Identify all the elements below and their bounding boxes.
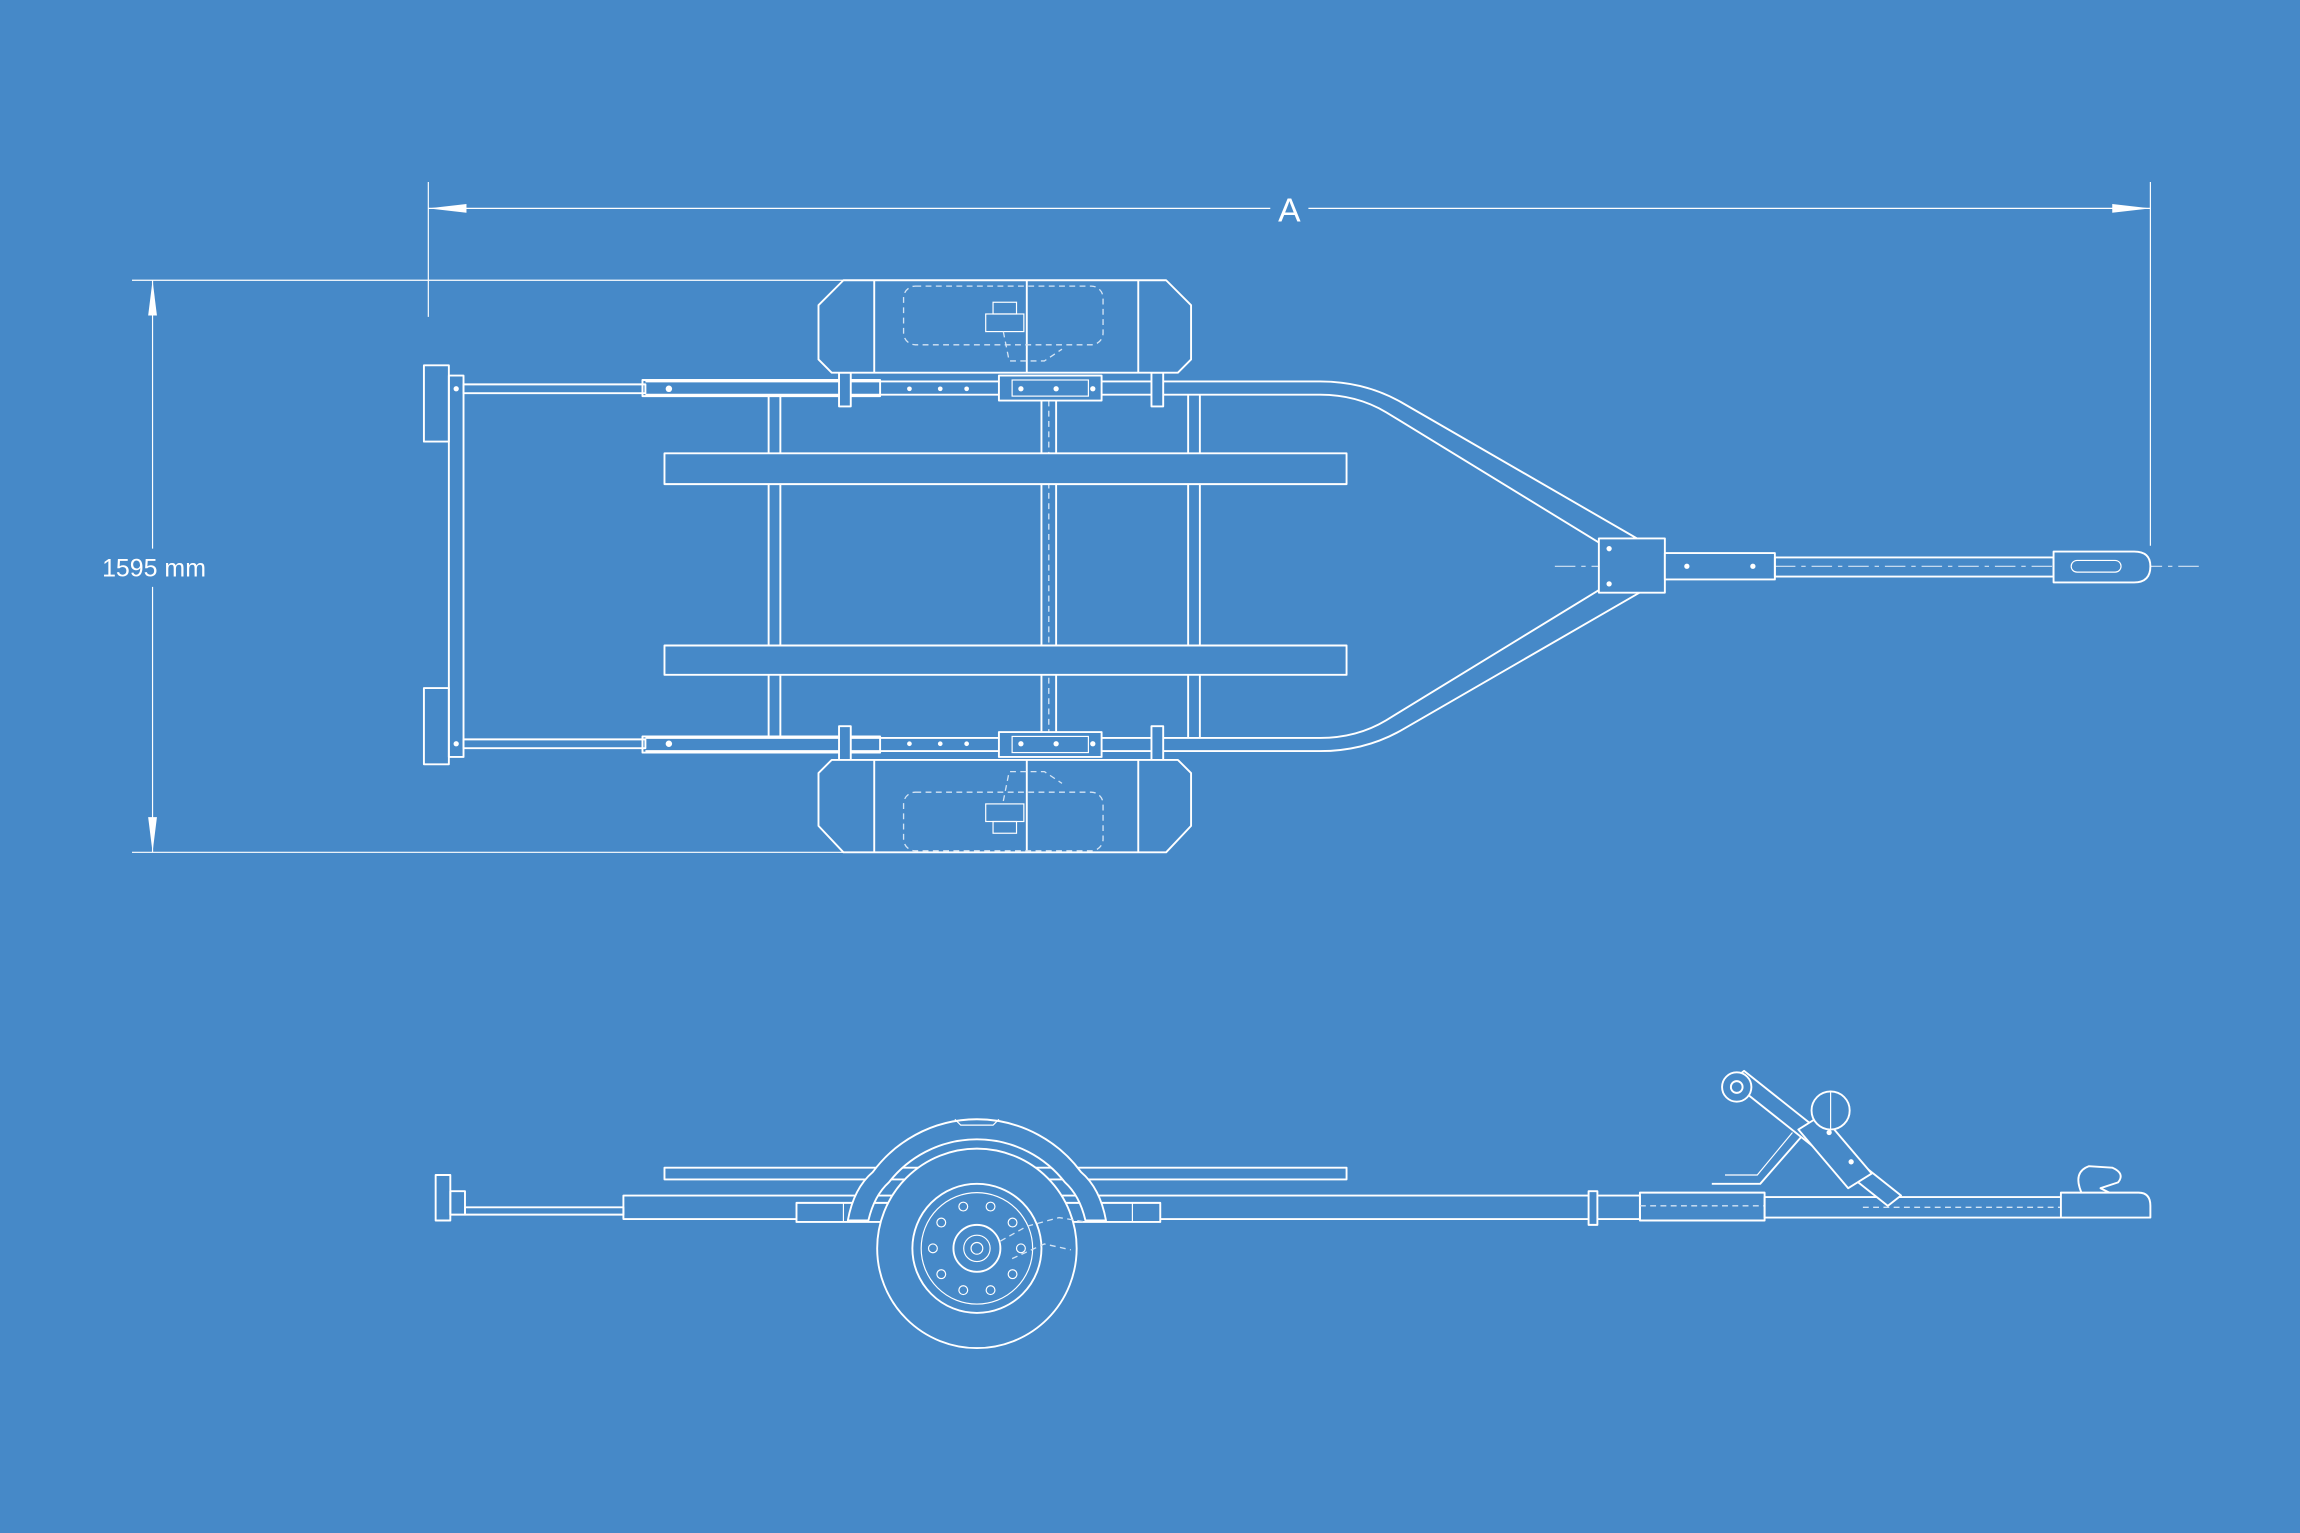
hub-inner: [963, 1234, 991, 1263]
rear-light-right: [422, 687, 450, 766]
dimension-width: 1595 mm: [102, 279, 898, 853]
axle-clamp-bottom-inner: [1011, 735, 1089, 754]
wheel-bolts: [927, 1201, 1026, 1296]
winch-post-strut-inner: [1725, 1132, 1793, 1176]
dimension-width-arrow-bottom: [148, 817, 157, 853]
winch-roller-center: [1729, 1080, 1744, 1094]
fender-bracket: [1150, 725, 1165, 761]
winch-post-strut: [1711, 1136, 1802, 1185]
rear-light-bar: [447, 374, 465, 758]
fender-bottom-outline: [817, 758, 1193, 854]
clamp-bolts: [1018, 386, 1096, 747]
rail-bolts: [665, 385, 969, 747]
side-spring-hanger: [795, 1202, 845, 1223]
spring-hidden-line: [1002, 331, 1063, 362]
tongue-tube: [1663, 552, 1776, 581]
dimension-length-arrow-left: [428, 203, 467, 213]
fender-bracket: [1150, 371, 1165, 408]
hub: [985, 313, 1025, 333]
dimension-width-arrow-top: [148, 280, 157, 316]
rear-bar-bolt: [453, 741, 459, 747]
hub-center: [970, 1241, 984, 1255]
tongue-tube-bolt: [1684, 563, 1690, 569]
side-tongue-bracket: [1587, 1190, 1599, 1226]
jockey-clamp-bolt: [1826, 1129, 1832, 1136]
hitch-coupler-slot: [2070, 559, 2122, 573]
rail-sleeve-bottom: [641, 735, 882, 754]
rear-light-left: [422, 364, 450, 443]
suspension-hidden-line: [1000, 1216, 1086, 1242]
rail-sleeve-top: [641, 379, 882, 398]
side-extension-rod: [464, 1206, 625, 1216]
dimension-length: A: [427, 181, 2151, 546]
tongue-clamp-bolt: [1606, 546, 1612, 552]
fender-top-outline: [817, 279, 1193, 374]
drawbar: [1773, 556, 2055, 578]
fender-bottom: [817, 758, 1193, 854]
frame-rail-bottom-inner: [645, 587, 1603, 739]
wheel-hidden-outline: [902, 285, 1104, 346]
axle-clamp-top: [997, 374, 1103, 402]
bunk-bottom: [663, 644, 1348, 676]
jockey-wheel-assembly: [1711, 1069, 1902, 1207]
side-rear-light-mount: [449, 1190, 466, 1216]
tire: [876, 1147, 1078, 1350]
tongue-tube-bolt: [1750, 563, 1756, 569]
side-rear-light: [434, 1174, 452, 1222]
winch-roller: [1721, 1071, 1753, 1103]
rear-bar-bolt: [453, 386, 459, 392]
side-tongue-clamp: [1638, 1191, 1766, 1222]
dimension-width-label: 1595 mm: [102, 555, 206, 583]
side-spring-hanger: [1131, 1202, 1161, 1223]
fender-top: [817, 279, 1193, 374]
frame-rail-top-outer: [645, 380, 1666, 556]
dimension-length-arrow-right: [2112, 203, 2151, 213]
wheel-hidden-outline: [902, 791, 1104, 852]
dimension-length-label: A: [1278, 192, 1301, 230]
rim-inner: [920, 1192, 1034, 1305]
jockey-clamp-bolt: [1848, 1159, 1854, 1165]
bunk-top: [663, 452, 1348, 486]
side-fender: [846, 1118, 1107, 1222]
hitch-coupler: [2052, 550, 2152, 584]
fender-bracket: [838, 725, 852, 761]
frame-rail-top-inner: [645, 393, 1603, 546]
extension-rod-bottom: [462, 738, 647, 750]
side-wheel: [876, 1147, 1086, 1350]
frame-rail-bottom-outer: [645, 577, 1666, 753]
spring-hidden-line: [1002, 770, 1063, 802]
top-view: [422, 279, 2201, 854]
hub: [952, 1223, 1002, 1273]
side-view: [434, 1069, 2152, 1350]
axle-clamp-bottom: [997, 731, 1103, 758]
fender-bracket: [838, 371, 852, 408]
side-hitch-handle: [2077, 1165, 2122, 1194]
side-hitch-coupler: [2059, 1191, 2152, 1219]
hub-cap: [992, 820, 1018, 834]
extension-rod-top: [462, 383, 647, 395]
axle-clamp-top-inner: [1011, 379, 1089, 397]
rim: [911, 1182, 1043, 1314]
tongue-clamp-bolt: [1606, 581, 1612, 587]
suspension-hidden-line: [1011, 1243, 1071, 1260]
side-fender-notch: [954, 1118, 1000, 1126]
